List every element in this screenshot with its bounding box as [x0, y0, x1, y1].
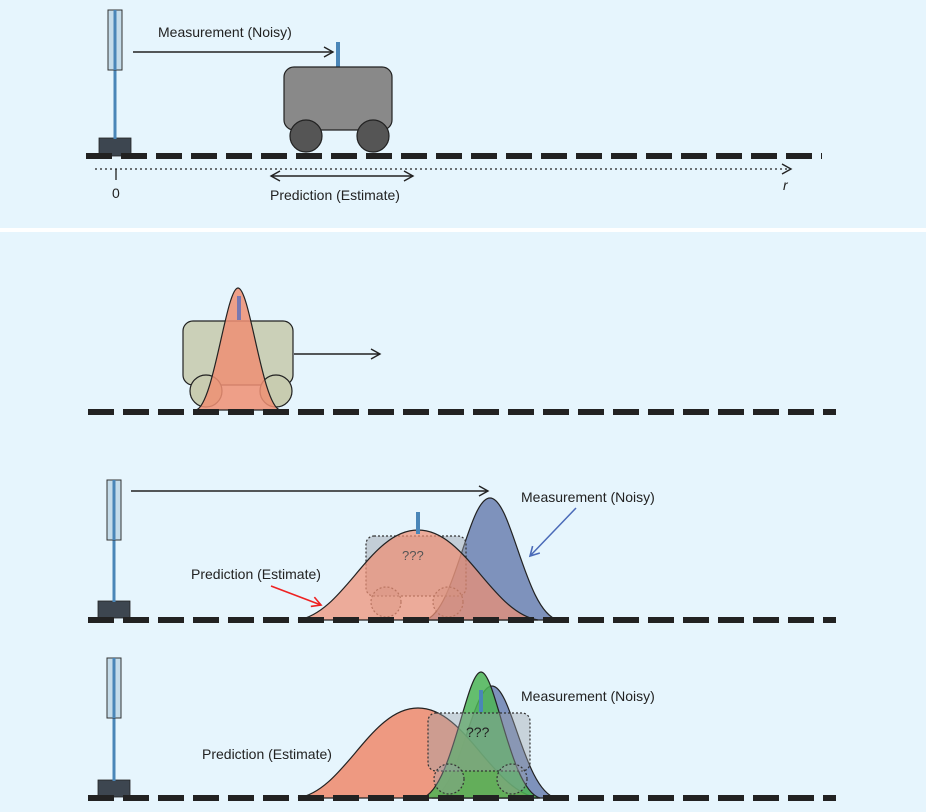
base-station-icon: [98, 9, 132, 157]
unknown-label: ???: [402, 548, 424, 563]
prediction-gaussian: [195, 287, 281, 411]
panel-3: ??? Measurement (Noisy) Prediction (Esti…: [88, 479, 836, 623]
unknown-label: ???: [466, 724, 490, 740]
base-station-icon: [97, 479, 131, 619]
panel-2: [88, 287, 836, 415]
prediction-label: Prediction (Estimate): [202, 746, 332, 762]
panel-4: ??? Measurement (Noisy) Prediction (Esti…: [88, 657, 836, 801]
measurement-pointer-arrow: [528, 507, 577, 558]
origin-label: 0: [112, 185, 120, 201]
measurement-label: Measurement (Noisy): [521, 688, 655, 704]
prediction-label: Prediction (Estimate): [191, 566, 321, 582]
vehicle-icon: [283, 42, 393, 153]
axis-label: r: [783, 177, 789, 193]
base-station-icon: [97, 657, 131, 798]
measurement-label: Measurement (Noisy): [158, 24, 292, 40]
prediction-pointer-arrow: [270, 585, 323, 608]
vehicle-icon: [427, 712, 531, 795]
panel-divider: [0, 228, 926, 232]
measurement-label: Measurement (Noisy): [521, 489, 655, 505]
panel-1: Measurement (Noisy) 0 r Prediction (Esti…: [86, 9, 822, 203]
fused-gaussian: [421, 671, 541, 799]
prediction-label: Prediction (Estimate): [270, 187, 400, 203]
